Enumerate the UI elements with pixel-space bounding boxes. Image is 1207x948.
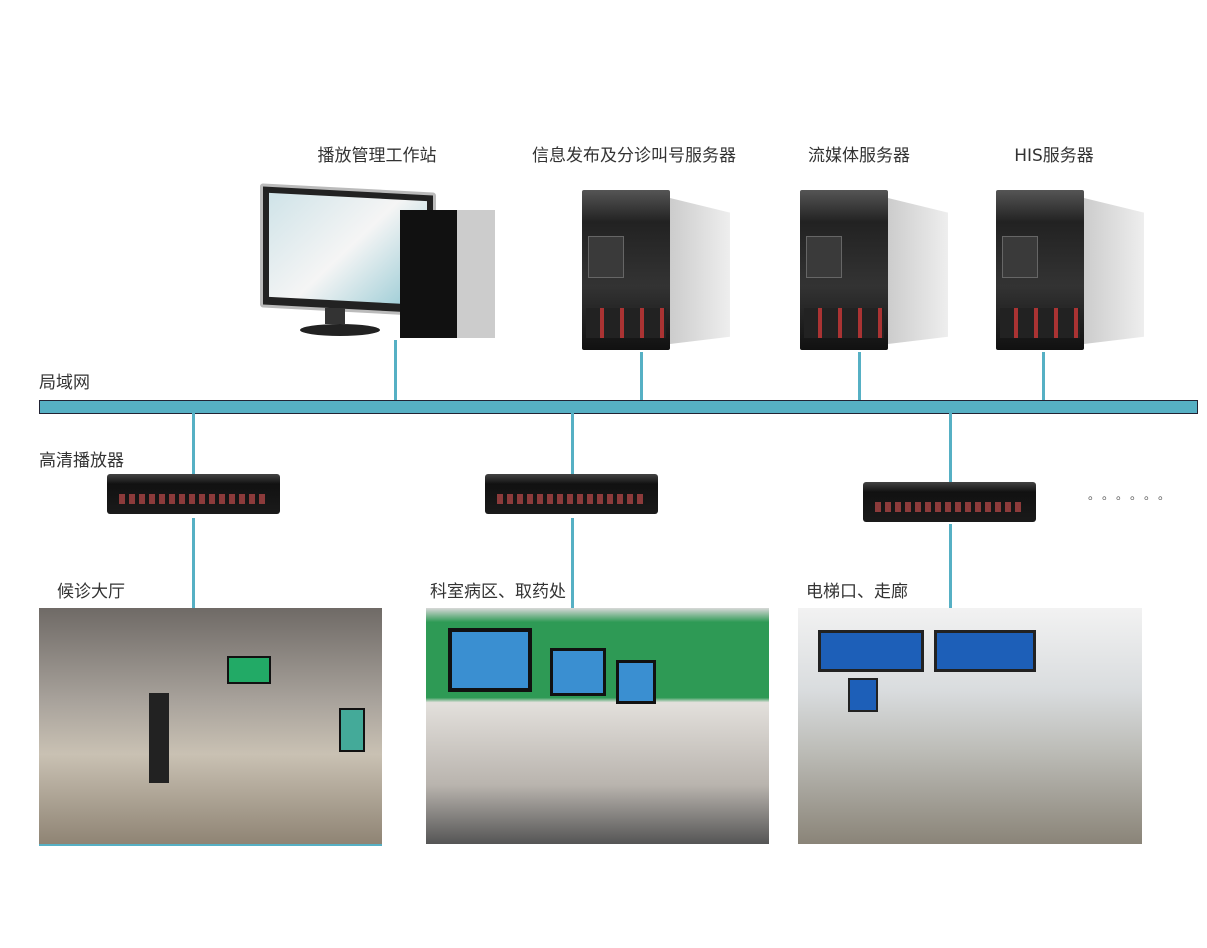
info-server-label: 信息发布及分诊叫号服务器 bbox=[532, 146, 736, 166]
connector bbox=[192, 518, 195, 608]
his-server-label: HIS服务器 bbox=[1014, 146, 1094, 166]
location-label-ward: 科室病区、取药处 bbox=[430, 582, 566, 602]
connector bbox=[949, 524, 952, 608]
ward-pharmacy-photo bbox=[426, 608, 769, 844]
lan-bus bbox=[39, 400, 1198, 414]
player-label: 高清播放器 bbox=[39, 451, 124, 471]
connector bbox=[192, 413, 195, 475]
hd-player-1 bbox=[107, 474, 280, 520]
connector bbox=[571, 413, 574, 475]
waiting-hall-photo bbox=[39, 608, 382, 846]
stream-server-image bbox=[800, 190, 948, 350]
location-label-corridor: 电梯口、走廊 bbox=[806, 582, 908, 602]
network-label: 局域网 bbox=[39, 373, 90, 393]
his-server-image bbox=[996, 190, 1144, 350]
connector bbox=[949, 413, 952, 483]
location-label-lobby: 候诊大厅 bbox=[57, 582, 125, 602]
workstation-image bbox=[255, 183, 500, 342]
more-indicator: 。。。。。。 bbox=[1088, 488, 1179, 502]
elevator-corridor-photo bbox=[798, 608, 1142, 844]
workstation-label: 播放管理工作站 bbox=[317, 146, 437, 166]
connector bbox=[858, 352, 861, 401]
hd-player-2 bbox=[485, 474, 658, 520]
connector bbox=[640, 352, 643, 401]
info-server-image bbox=[582, 190, 730, 350]
connector bbox=[394, 340, 397, 401]
connector bbox=[1042, 352, 1045, 401]
connector bbox=[571, 518, 574, 608]
stream-server-label: 流媒体服务器 bbox=[808, 146, 910, 166]
hd-player-3 bbox=[863, 482, 1036, 528]
